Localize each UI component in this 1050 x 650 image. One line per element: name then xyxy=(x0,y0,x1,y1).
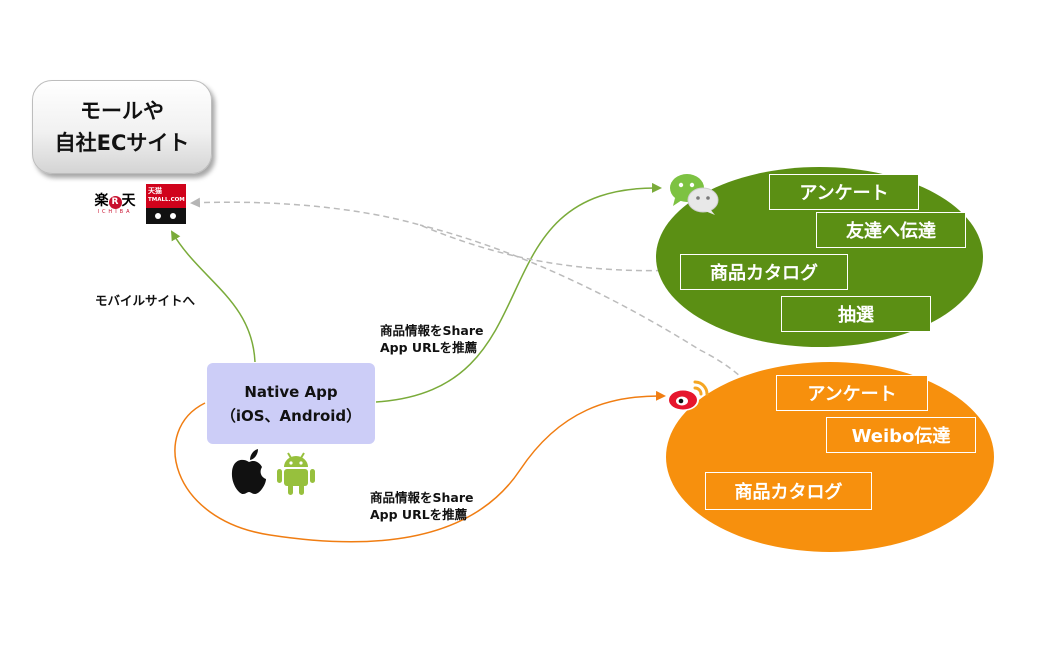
apple-icon xyxy=(231,449,266,494)
weibo-tag-catalog: 商品カタログ xyxy=(705,472,872,510)
weibo-tag-survey: アンケート xyxy=(776,375,928,411)
native-app-box: Native App （iOS、Android） xyxy=(207,363,375,444)
tmall-logo-top: 天猫 xyxy=(148,187,162,195)
wechat-icon xyxy=(670,174,719,215)
wechat-tag-catalog: 商品カタログ xyxy=(680,254,848,290)
weibo-icon xyxy=(667,380,709,411)
arrow-native-to-weibo xyxy=(174,390,666,543)
rakuten-logo-char1: 楽 xyxy=(94,193,109,209)
mobile-site-label: モバイルサイトへ xyxy=(95,293,196,308)
wechat-tag-lottery: 抽選 xyxy=(781,296,931,332)
rakuten-logo-sub: ICHIBA xyxy=(97,209,133,215)
wechat-tag-share-friends: 友達へ伝達 xyxy=(816,212,966,248)
rakuten-logo-char2: 天 xyxy=(121,193,136,209)
share-label-upper-line1: 商品情報をShare xyxy=(380,323,484,338)
android-icon xyxy=(277,452,315,495)
ec-site-label-line2: 自社ECサイト xyxy=(54,131,190,155)
rakuten-logo-badge: R xyxy=(108,196,122,209)
native-app-label-line1: Native App xyxy=(244,382,338,401)
native-app-label-line2: （iOS、Android） xyxy=(220,406,362,425)
share-label-lower: 商品情報をShare App URLを推薦 xyxy=(370,489,473,523)
tmall-cat-face xyxy=(146,208,186,224)
arrow-native-to-wechat xyxy=(375,182,662,403)
share-label-upper: 商品情報をShare App URLを推薦 xyxy=(380,322,483,356)
share-label-upper-line2: App URLを推薦 xyxy=(380,340,478,355)
weibo-tag-weibo-share: Weibo伝達 xyxy=(826,417,976,453)
arrow-native-to-mobile-site xyxy=(170,230,256,363)
tmall-logo: 天猫 TMALL.COM xyxy=(146,184,186,224)
share-label-lower-line2: App URLを推薦 xyxy=(370,507,468,522)
tmall-logo-bottom: TMALL.COM xyxy=(148,197,185,203)
ec-site-box: モールや 自社ECサイト xyxy=(32,80,212,174)
dashed-arrow-wechat-to-ec xyxy=(190,197,683,272)
share-label-lower-line1: 商品情報をShare xyxy=(370,490,474,505)
ec-site-label-line1: モールや xyxy=(80,99,164,123)
wechat-tag-survey: アンケート xyxy=(769,174,919,210)
